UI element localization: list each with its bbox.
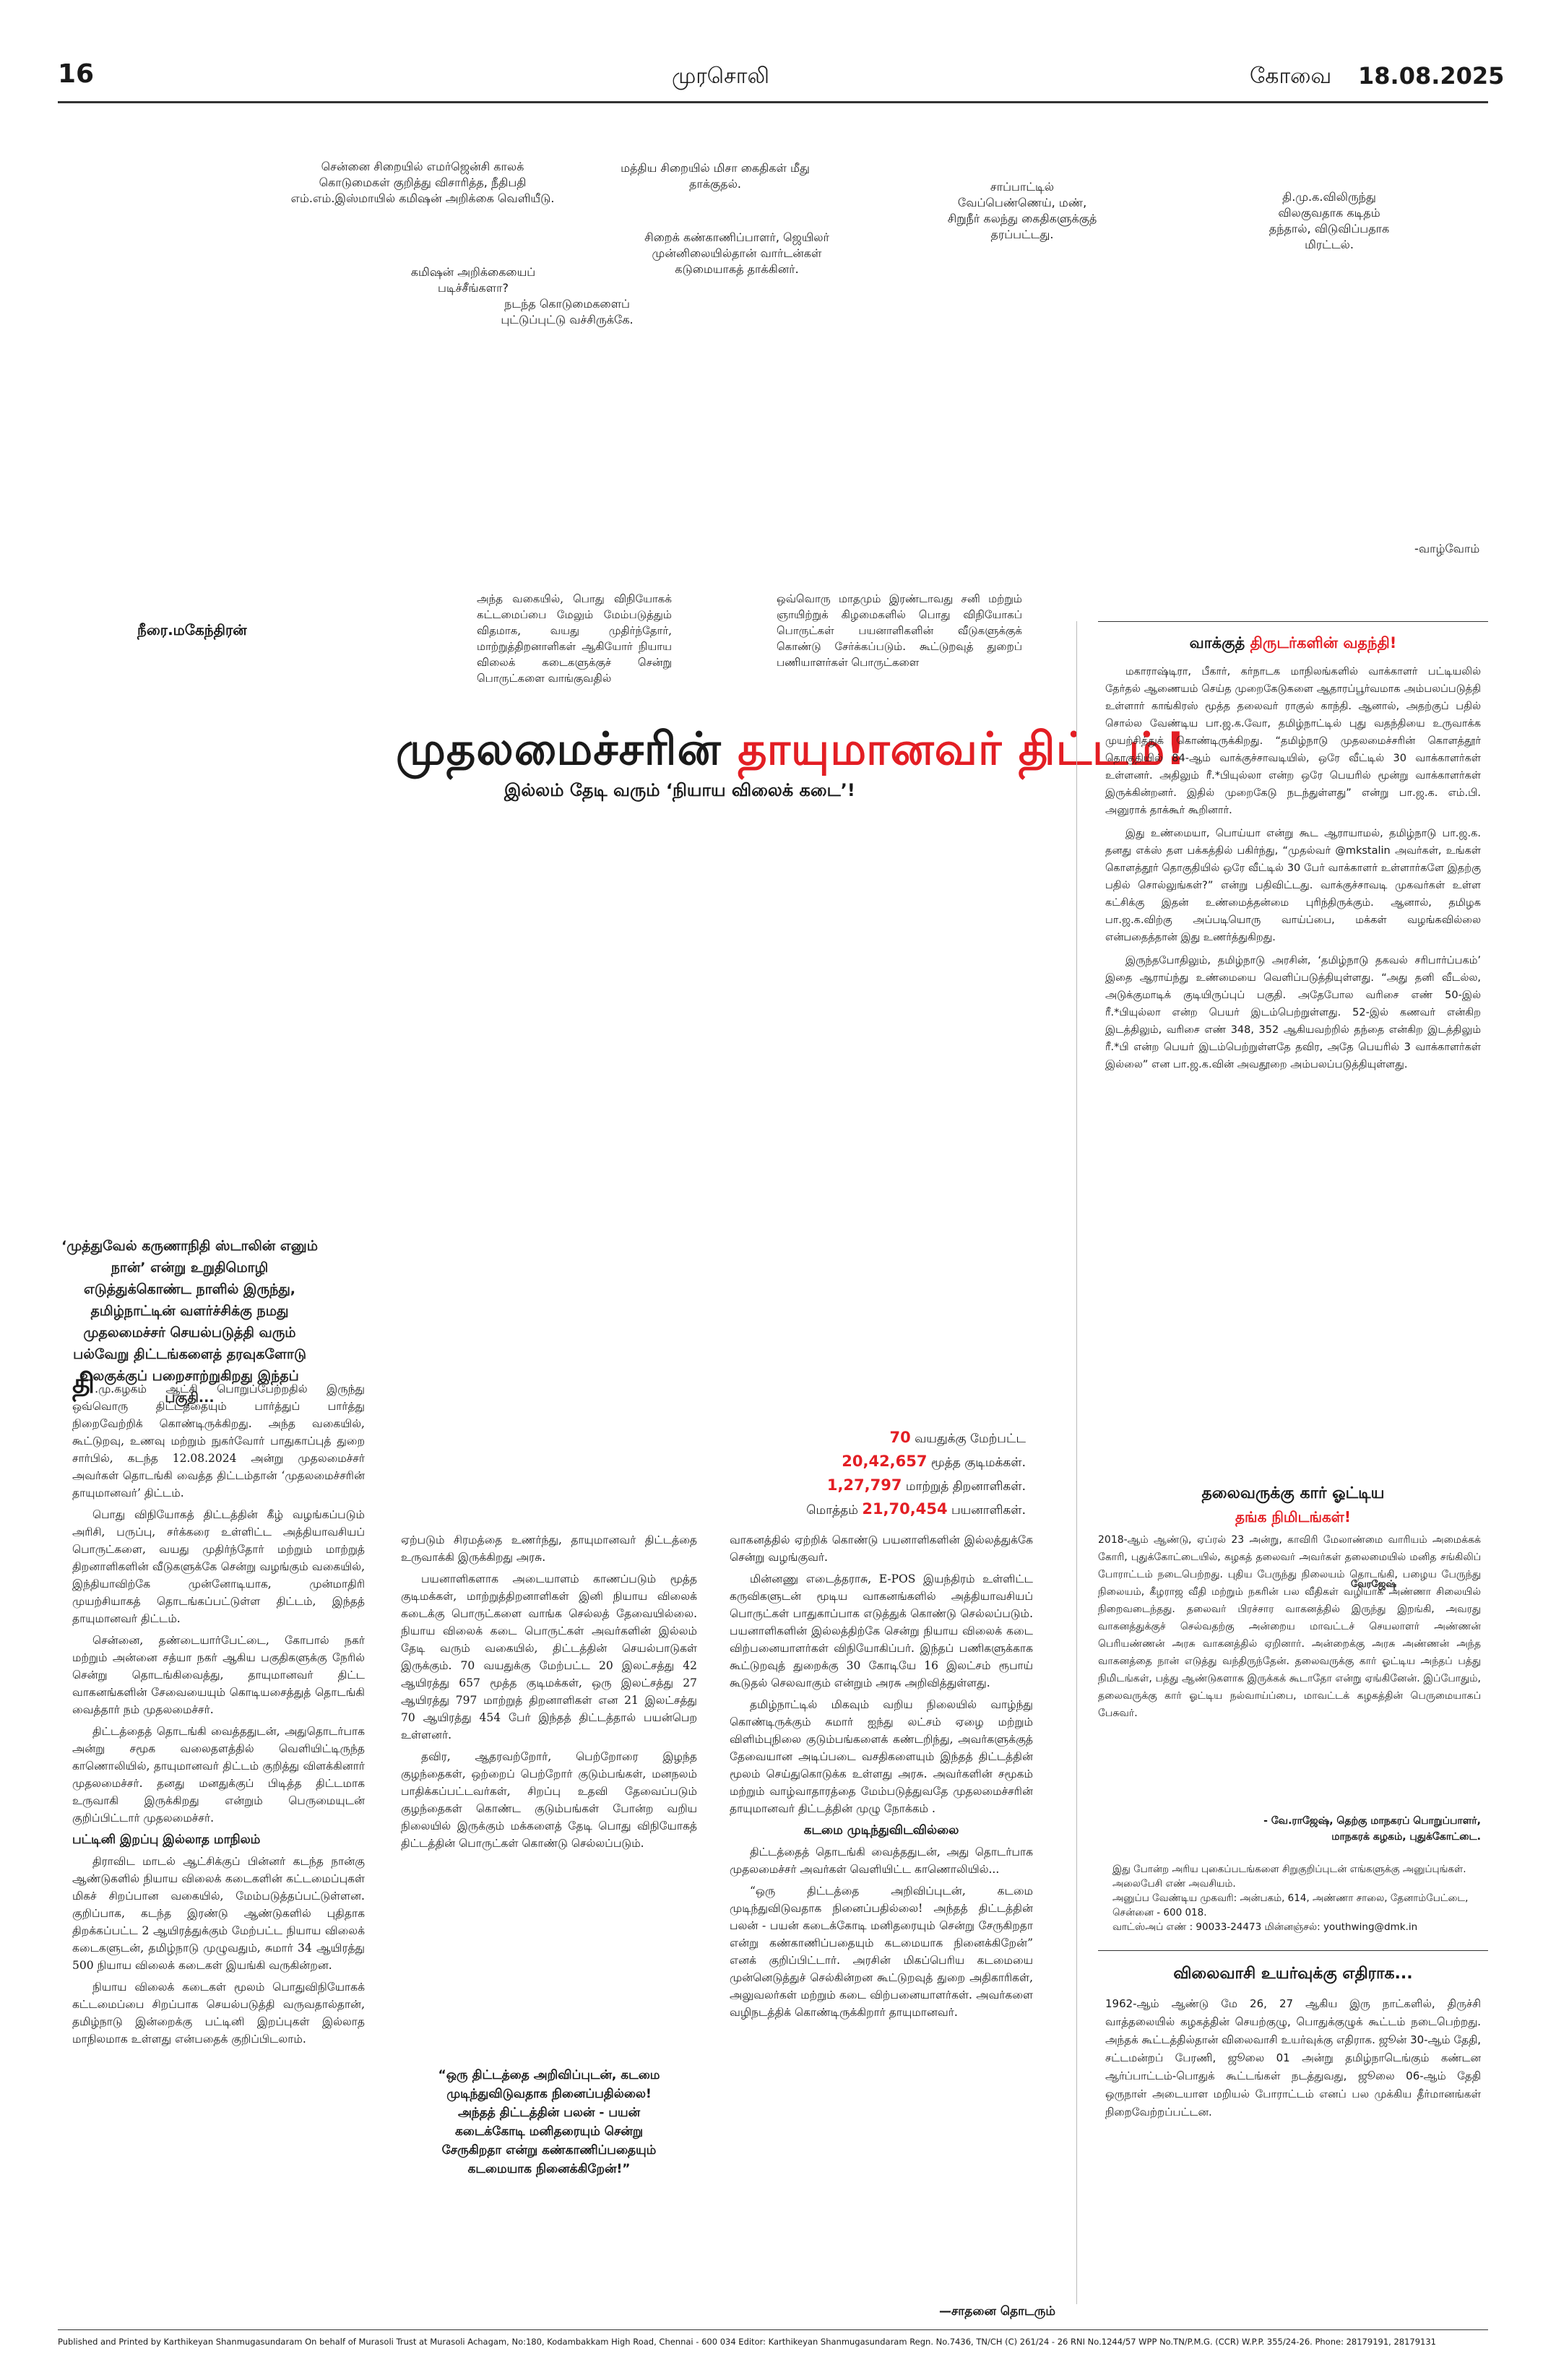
comic-caption-5: நடந்த கொடுமைகளைப் புட்டுப்புட்டு வச்சிரு… bbox=[501, 297, 634, 326]
comic-caption-2: மத்திய சிறையில் மிசா கைதிகள் மீது தாக்கு… bbox=[621, 161, 810, 191]
stats-block: 70 வயதுக்கு மேற்பட்ட 20,42,657 மூத்த குட… bbox=[758, 1427, 1026, 1522]
drop-cap: தி bbox=[72, 1367, 95, 1399]
comic-caption-3: சிறைக் கண்காணிப்பாளர், ஜெயிலர் முன்னிலைய… bbox=[644, 230, 829, 276]
header-rule bbox=[58, 101, 1488, 103]
continued-label: —சாதனை தொடரும் bbox=[939, 2304, 1056, 2319]
subheadline: இல்லம் தேடி வரும் ‘நியாய விலைக் கடை’! bbox=[504, 780, 855, 800]
page-number: 16 bbox=[58, 59, 95, 89]
footer-imprint: Published and Printed by Karthikeyan Sha… bbox=[58, 2337, 1436, 2347]
article-column-3: வாகனத்தில் ஏற்றிக் கொண்டு பயனாளிகளின் இல… bbox=[730, 1533, 1033, 2019]
intro-column-2: ஒவ்வொரு மாதமும் இரண்டாவது சனி மற்றும் ஞா… bbox=[777, 592, 1022, 669]
headline-red: தாயுமானவர் திட்டம்! bbox=[738, 722, 1187, 775]
sidebar3-title: விலைவாசி உயர்வுக்கு எதிராக... bbox=[1173, 1965, 1413, 1983]
stat-row-3: 1,27,797 மாற்றுத் திறனாளிகள். bbox=[826, 1476, 1026, 1494]
stat-row-2: 20,42,657 மூத்த குடிமக்கள். bbox=[842, 1453, 1026, 1470]
sidebar2-signature: - வே.ராஜேஷ், தெற்கு மாநகரப் பொறுப்பாளர்,… bbox=[1263, 1815, 1481, 1843]
sidebar1-rule bbox=[1098, 621, 1488, 622]
intro-column-1: அந்த வகையில், பொது விநியோகக் கட்டமைப்பை … bbox=[477, 592, 672, 685]
subheading-duty: கடமை முடிந்துவிடவில்லை bbox=[803, 1823, 959, 1838]
newspaper-name: முரசொலி bbox=[672, 64, 769, 89]
edition-city: கோவை bbox=[1250, 64, 1332, 89]
footer-rule bbox=[58, 2329, 1488, 2330]
sidebar1-body: மகாராஷ்டிரா, பீகார், கர்நாடக மாநிலங்களில… bbox=[1105, 666, 1481, 1070]
submission-note: இது போன்ற அரிய புகைப்படங்களை சிறுகுறிப்ப… bbox=[1112, 1864, 1469, 1933]
stat-row-1: 70 வயதுக்கு மேற்பட்ட bbox=[889, 1429, 1026, 1446]
comic-caption-1: சென்னை சிறையில் எமர்ஜென்சி காலக் கொடுமைக… bbox=[290, 160, 555, 205]
comic-caption-4: கமிஷன் அறிக்கையைப் படிச்சீங்களா? bbox=[410, 265, 536, 295]
headline-black: முதலமைச்சரின் bbox=[396, 722, 722, 775]
pull-quote: ‘முத்துவேல் கருணாநிதி ஸ்டாலின் எனும் நான… bbox=[61, 1238, 319, 1406]
edition-date: 18.08.2025 bbox=[1358, 62, 1505, 90]
stat-row-4: மொத்தம் 21,70,454 பயனாளிகள். bbox=[806, 1500, 1026, 1518]
quote-box: “ஒரு திட்டத்தை அறிவிப்புடன், கடமை முடிந்… bbox=[438, 2068, 660, 2176]
byline: நீரை.மகேந்திரன் bbox=[137, 621, 247, 639]
sidebar1-title: வாக்குத் திருடர்களின் வதந்தி! bbox=[1189, 634, 1397, 652]
article-column-2: ஏற்படும் சிரமத்தை உணர்ந்து, தாயுமானவர் த… bbox=[401, 1533, 697, 1850]
sidebar3-body: 1962-ஆம் ஆண்டு மே 26, 27 ஆகிய இரு நாட்கள… bbox=[1105, 1997, 1481, 2119]
sidebar2-title-2: தங்க நிமிடங்கள்! bbox=[1235, 1508, 1351, 1526]
column-divider bbox=[1076, 621, 1077, 2304]
comic-caption-6: சாப்பாட்டில் வேப்பெண்ணெய், மண், சிறுநீர்… bbox=[947, 180, 1097, 241]
comic-signature: -வாழ்வோம் bbox=[1414, 542, 1480, 555]
sidebar3-rule bbox=[1098, 1950, 1488, 1951]
sidebar2-title-1: தலைவருக்கு கார் ஓட்டிய bbox=[1201, 1484, 1385, 1502]
headline: முதலமைச்சரின் தாயுமானவர் திட்டம்! bbox=[396, 722, 1187, 782]
comic-caption-7: தி.மு.க.விலிருந்து விலகுவதாக கடிதம் தந்த… bbox=[1268, 190, 1390, 251]
subheading-starvation: பட்டினி இறப்பு இல்லாத மாநிலம் bbox=[72, 1832, 261, 1847]
photo-name-label: வேரஜேஷ் bbox=[1351, 1579, 1397, 1590]
sidebar2-body: 2018-ஆம் ஆண்டு, ஏப்ரல் 23 அன்று, காவிரி … bbox=[1098, 1534, 1481, 1719]
article-column-1: தி.மு.கழகம் ஆட்சி பொறுப்பேற்றதில் இருந்த… bbox=[72, 1367, 365, 2046]
